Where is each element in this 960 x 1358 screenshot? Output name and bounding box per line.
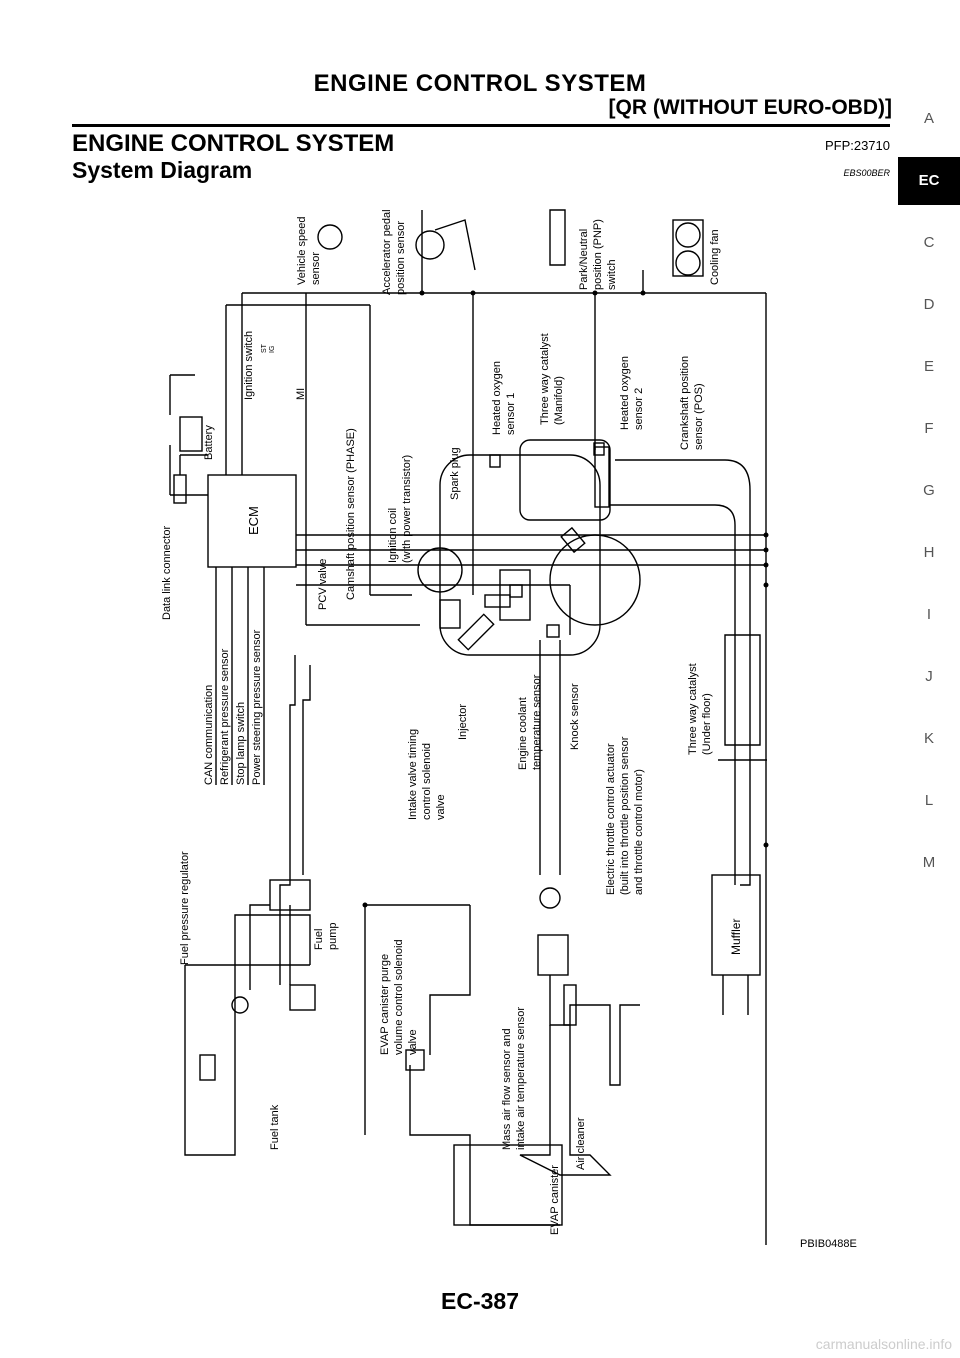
muffler-box — [711, 874, 761, 976]
header-title: ENGINE CONTROL SYSTEM — [313, 70, 647, 97]
side-tab-i[interactable]: I — [926, 606, 932, 623]
side-tab-l[interactable]: L — [924, 792, 934, 809]
label-accelerator-pedal: Accelerator pedal position sensor — [381, 206, 407, 295]
label-intake-valve-timing: Intake valve timing control solenoid val… — [407, 726, 447, 820]
section-subtitle: System Diagram — [72, 157, 253, 183]
label-electric-throttle: Electric throttle control actuator (buil… — [605, 734, 645, 895]
label-muffler: Muffler — [729, 919, 743, 955]
label-fuel-pump: Fuel pump — [313, 922, 339, 950]
part-number: PFP:23710 — [824, 138, 890, 153]
label-ignition-coil: Ignition coil (with power transistor) — [387, 455, 413, 563]
label-stop-lamp: Stop lamp switch — [235, 702, 247, 785]
label-ignition-ig: IG — [269, 346, 276, 353]
figure-code: PBIB0488E — [800, 1238, 857, 1250]
label-heated-o2-1: Heated oxygen sensor 1 — [491, 358, 517, 435]
label-can: CAN communication — [203, 685, 215, 785]
side-tab-h[interactable]: H — [923, 544, 935, 561]
label-ecm: ECM — [246, 506, 261, 535]
section-title: ENGINE CONTROL SYSTEM — [72, 130, 395, 157]
ecm-box — [207, 474, 297, 568]
label-three-way-manifold: Three way catalyst (Manifold) — [539, 330, 565, 425]
label-pcv-valve: PCV valve — [317, 559, 329, 610]
side-tab-c[interactable]: C — [923, 234, 935, 251]
label-vehicle-speed-sensor: Vehicle speed sensor — [296, 213, 322, 285]
side-tab-e[interactable]: E — [923, 358, 934, 375]
vehicle-speed-sensor-icon — [317, 224, 343, 250]
page-number: EC-387 — [441, 1288, 519, 1314]
side-tab-m[interactable]: M — [922, 854, 936, 871]
label-fuel-pressure-reg: Fuel pressure regulator — [179, 851, 191, 965]
label-evap-canister: EVAP canister — [549, 1165, 561, 1235]
label-mi: MI — [295, 388, 307, 400]
side-tab-ec[interactable]: EC — [898, 157, 960, 205]
side-index: A EC C D E F G H I J K L M — [898, 88, 960, 894]
label-data-link: Data link connector — [161, 526, 173, 620]
watermark: carmanualsonline.info — [815, 1336, 952, 1352]
label-heated-o2-2: Heated oxygen sensor 2 — [619, 353, 645, 430]
label-power-steering: Power steering pressure sensor — [251, 629, 263, 785]
label-injector: Injector — [457, 704, 469, 740]
side-tab-k[interactable]: K — [923, 730, 934, 747]
label-air-cleaner: Air cleaner — [575, 1117, 587, 1170]
header-subtitle: [QR (WITHOUT EURO-OBD)] — [608, 96, 892, 119]
label-mass-air-flow: Mass air flow sensor and intake air temp… — [501, 1007, 527, 1150]
side-tab-a[interactable]: A — [923, 110, 934, 127]
label-park-neutral: Park/Neutral position (PNP) switch — [578, 216, 618, 290]
side-tab-g[interactable]: G — [923, 482, 935, 499]
label-cooling-fan: Cooling fan — [709, 229, 721, 285]
label-fuel-tank: Fuel tank — [269, 1104, 281, 1150]
label-camshaft-pos: Camshaft position sensor (PHASE) — [345, 428, 357, 600]
section-code: EBS00BER — [843, 168, 890, 178]
label-evap-purge: EVAP canister purge volume control solen… — [379, 936, 419, 1055]
label-knock-sensor: Knock sensor — [569, 683, 581, 750]
system-diagram: Vehicle speed sensor Accelerator pedal p… — [161, 206, 769, 1245]
label-three-way-underfloor: Three way catalyst (Under floor) — [687, 660, 713, 755]
label-refrigerant: Refrigerant pressure sensor — [219, 648, 231, 785]
label-spark-plug: Spark plug — [449, 447, 461, 500]
side-tab-d[interactable]: D — [923, 296, 935, 313]
side-tab-f[interactable]: F — [924, 420, 934, 437]
label-battery: Battery — [203, 425, 215, 460]
label-ignition-st: ST — [261, 343, 268, 353]
label-engine-coolant: Engine coolant temperature sensor — [517, 674, 543, 770]
header-rule — [72, 124, 890, 127]
label-ignition-switch: Ignition switch — [243, 331, 255, 400]
side-tab-j[interactable]: J — [925, 668, 933, 685]
label-crankshaft-pos: Crankshaft position sensor (POS) — [679, 353, 705, 450]
